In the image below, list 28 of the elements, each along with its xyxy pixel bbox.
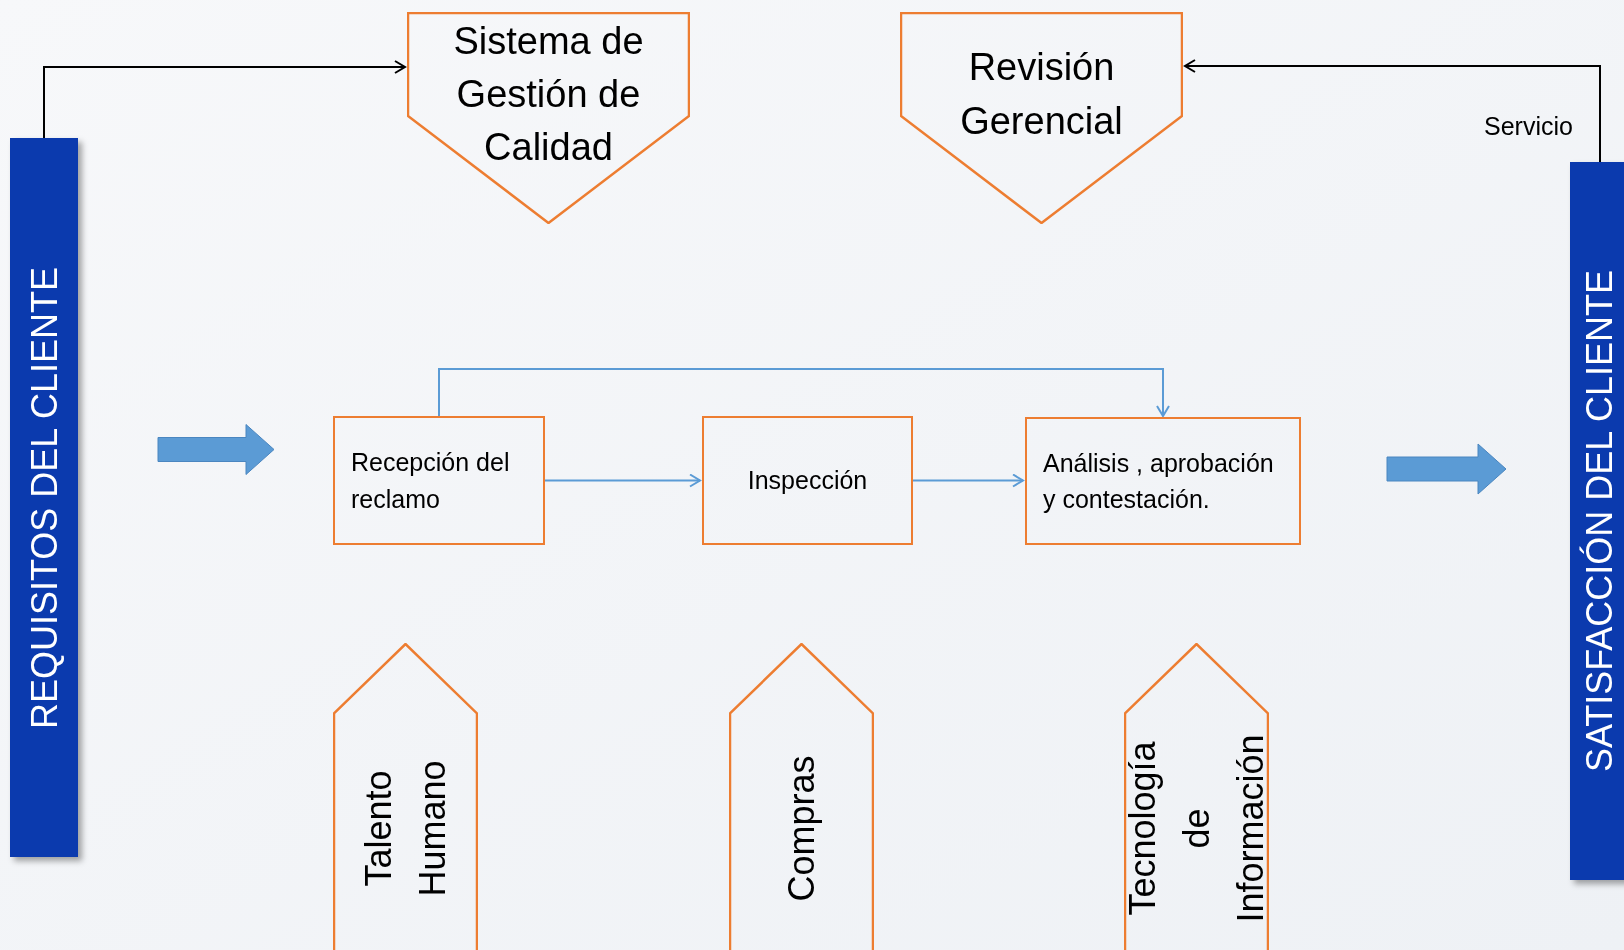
box-label: Recepción del reclamo — [351, 447, 511, 515]
shape-label: Revisión Gerencial — [959, 45, 1124, 144]
shape-label: Sistema de Gestión de Calidad — [452, 18, 645, 171]
edge-label: Servicio — [1484, 111, 1573, 142]
pentagon-shape — [333, 643, 478, 950]
shape-label: Talento Humano — [356, 759, 454, 899]
pentagon-shape — [407, 12, 690, 224]
box-label: Análisis , aprobación y contestación. — [1043, 447, 1275, 515]
block-arrow — [157, 424, 275, 475]
shape-label: Tecnología de Información — [1129, 733, 1264, 925]
process-box — [1025, 417, 1301, 545]
pentagon-shape — [900, 12, 1183, 224]
arrow — [544, 473, 701, 488]
process-box — [702, 416, 913, 545]
box-label: Inspección — [747, 465, 868, 497]
vertical-banner — [10, 138, 78, 857]
pentagon-shape — [1124, 643, 1269, 950]
shape-label: Compras — [779, 754, 823, 904]
banner-text: SATISFACCIÓN DEL CLIENTE — [1578, 268, 1621, 775]
banner-text: REQUISITOS DEL CLIENTE — [22, 265, 65, 731]
arrow — [43, 60, 406, 139]
arrow — [438, 368, 1170, 417]
block-arrow — [1386, 443, 1507, 495]
arrow — [912, 473, 1024, 488]
pentagon-shape — [729, 643, 874, 950]
process-box — [333, 416, 545, 545]
arrow — [1184, 59, 1601, 163]
vertical-banner — [1570, 162, 1624, 880]
